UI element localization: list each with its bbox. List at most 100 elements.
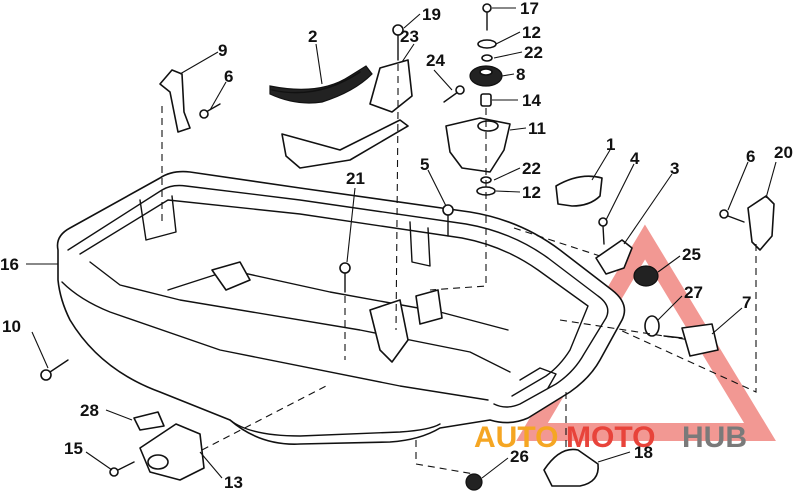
screw-10	[49, 359, 69, 373]
mount-bracket-hole	[477, 120, 499, 132]
cover-shell	[56, 170, 626, 445]
screw-17-head	[482, 3, 492, 13]
leader-7	[711, 307, 743, 335]
screw-24	[443, 91, 459, 103]
callout-3: 3	[670, 159, 679, 178]
callout-16: 16	[0, 255, 19, 274]
mount-bracket-part	[445, 117, 511, 173]
leader-28	[105, 409, 133, 421]
watermark-text-moto: MOTO	[566, 421, 655, 454]
screw-6-left-head	[199, 109, 209, 119]
lower-bracket-hole	[147, 454, 169, 470]
dash-13	[201, 383, 331, 451]
callout-13: 13	[224, 473, 243, 492]
callout-25: 25	[682, 245, 701, 264]
leader-22b	[493, 167, 521, 181]
callout-12-bottom: 12	[522, 183, 541, 202]
mount-bracket	[445, 117, 511, 173]
washer-22-top	[481, 54, 493, 62]
callout-19: 19	[422, 5, 441, 24]
cover-rib-right	[519, 367, 557, 389]
leader-23	[401, 43, 415, 63]
callout-4: 4	[630, 149, 640, 168]
leader-6a	[209, 81, 227, 111]
screw-6-right	[727, 215, 745, 223]
leader-26	[481, 457, 509, 479]
clip-bracket-left	[159, 69, 191, 133]
cover-rib-mid	[409, 221, 431, 267]
cover-floor-line	[167, 269, 509, 331]
leader-1	[591, 149, 611, 181]
leader-6b	[727, 161, 749, 211]
callout-6-left: 6	[224, 67, 233, 86]
clip-part-28	[133, 411, 165, 431]
leader-13	[199, 451, 223, 479]
dash-19	[395, 64, 399, 331]
screw-19-head	[392, 24, 404, 36]
leader-20	[765, 161, 777, 199]
cover-rim	[67, 184, 609, 408]
grommet-part	[469, 65, 503, 87]
callout-22-bottom: 22	[522, 159, 541, 178]
leader-3	[623, 173, 673, 245]
fitting-part	[663, 323, 719, 357]
callout-14: 14	[522, 91, 541, 110]
leader-lines	[26, 7, 777, 479]
cover-floor	[89, 261, 511, 373]
leader-25	[657, 255, 681, 273]
leader-4	[605, 163, 635, 221]
screw-4-head	[598, 217, 608, 227]
callout-10: 10	[2, 317, 21, 336]
leader-18	[597, 451, 631, 463]
dash-3	[513, 227, 601, 257]
lower-motor-cover	[56, 170, 626, 445]
callout-20: 20	[774, 143, 793, 162]
screw-6-left	[205, 103, 221, 113]
leader-21	[346, 187, 356, 263]
lower-bracket-part	[133, 411, 205, 481]
leader-10	[31, 331, 49, 369]
dash-20	[619, 244, 757, 393]
cover-rib-left	[139, 195, 177, 241]
leader-12b	[495, 190, 521, 193]
callout-11: 11	[528, 119, 546, 138]
callout-1: 1	[606, 135, 615, 154]
callout-labels: 1 2 3 4 5 6 6 7 8 9 10 11 12 12 13 14 15…	[0, 0, 793, 492]
screw-15	[117, 461, 135, 471]
screw-6-right-head	[719, 209, 729, 219]
support-bracket	[281, 119, 409, 169]
leader-12a	[495, 31, 521, 45]
screw-5-head	[442, 204, 454, 216]
callout-7: 7	[742, 293, 751, 312]
callout-24: 24	[426, 51, 445, 70]
support-bracket-part	[281, 59, 413, 169]
gasket-part	[543, 448, 599, 487]
floor-bracket-left	[211, 261, 251, 291]
dash-26	[415, 440, 475, 475]
leader-15	[85, 451, 113, 471]
leader-5	[427, 169, 447, 207]
callout-9: 9	[218, 41, 227, 60]
callout-17: 17	[520, 0, 539, 18]
leader-8	[501, 73, 515, 77]
callout-22-top: 22	[524, 43, 543, 62]
callout-15: 15	[64, 439, 83, 458]
screw-4	[602, 225, 605, 245]
leader-9	[179, 51, 219, 75]
clip-part-3	[595, 239, 633, 275]
cap-part	[555, 175, 603, 207]
leader-24	[433, 69, 453, 91]
washer-27	[644, 315, 660, 337]
seal-strip-edge	[271, 71, 361, 94]
leader-19	[403, 13, 421, 29]
lower-bracket	[139, 423, 205, 481]
cover-bottom-hub	[229, 419, 441, 437]
seal-strip	[269, 65, 373, 104]
screw-10-head	[40, 369, 52, 381]
callout-18: 18	[634, 443, 653, 462]
grommet-26	[465, 473, 483, 491]
watermark-text-hub: HUB	[682, 421, 747, 454]
floor-bracket-right	[415, 289, 443, 325]
callout-12-top: 12	[522, 23, 541, 42]
